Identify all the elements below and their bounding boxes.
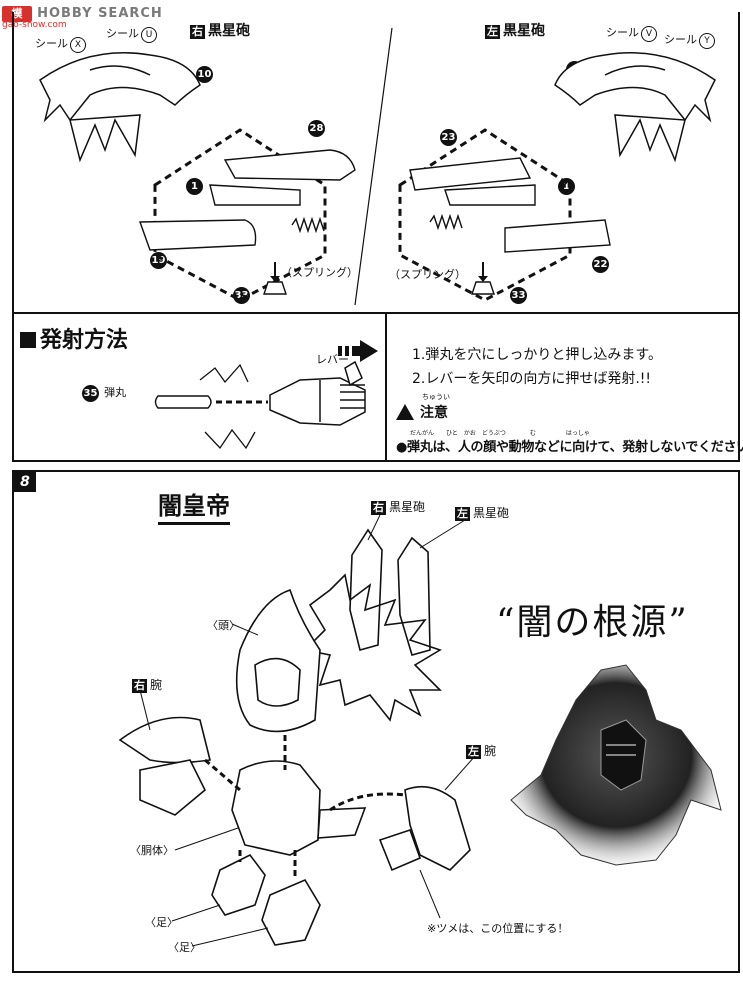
caution-title-row: 注意 (396, 402, 450, 422)
finished-model-photo (506, 660, 731, 875)
spring-label-right: （スプリング） (389, 268, 466, 281)
label-left-cannon: 左黒星砲 (455, 506, 510, 521)
spring-label-left: （スプリング） (281, 266, 358, 279)
watermark-brand: HOBBY SEARCH (37, 6, 163, 21)
part-number: 23 (440, 129, 457, 146)
part-number: 33 (233, 287, 250, 304)
label-body: 〈胴体〉 (130, 844, 174, 857)
label-head: 〈頭〉 (207, 619, 240, 632)
cannon-assembly-panel (12, 12, 740, 312)
left-cannon-title: 左黒星砲 (485, 23, 545, 39)
lever-label: レバー (316, 353, 349, 366)
caution-ruby-line: だんがん ひと かお どうぶつ む はっしゃ (410, 430, 590, 437)
watermark-logo: 模 HOBBY SEARCH gao-show.com (2, 2, 163, 30)
part-number: 28 (308, 120, 325, 137)
launch-method-panel (12, 312, 740, 462)
watermark-url: gao-show.com (2, 20, 67, 30)
label-foot-1: 〈足〉 (145, 916, 178, 929)
step8-panel (12, 470, 740, 973)
launch-method-heading: 発射方法 (20, 322, 128, 354)
square-bullet-icon (20, 332, 36, 348)
part-number: 10 (196, 66, 213, 83)
caution-text: ●弾丸は、人の顔や動物などに向けて、発射しないでください。 (396, 440, 743, 455)
part-number: 33 (510, 287, 527, 304)
part-number: 1 (186, 178, 203, 195)
part-number: 19 (150, 252, 167, 269)
instruction-step-2: 2.レバーを矢印の向方に押せば発射.!! (412, 371, 652, 387)
instruction-step-1: 1.弾丸を穴にしっかりと押し込みます。 (412, 347, 662, 363)
part-number: 1 (558, 178, 575, 195)
claw-note: ※ツメは、この位置にする！ (427, 922, 569, 935)
right-cannon-title: 右黒星砲 (190, 23, 250, 39)
watermark-icon: 模 (2, 6, 32, 22)
step8-slogan: “闇の根源” (496, 602, 689, 643)
label-right-arm: 右腕 (132, 678, 163, 693)
caution-ruby: ちゅうい (422, 393, 450, 401)
part-number: 22 (592, 256, 609, 273)
label-left-arm: 左腕 (466, 744, 497, 759)
part-number: 9 (566, 61, 583, 78)
step-number-badge: 8 (14, 472, 36, 492)
launch-divider (385, 312, 387, 462)
caution-title: 注意 (420, 405, 448, 421)
label-foot-2: 〈足〉 (168, 941, 201, 954)
step8-title: 闇皇帝 (158, 486, 230, 525)
warning-triangle-icon (396, 404, 414, 420)
label-right-cannon: 右黒星砲 (371, 500, 426, 515)
caution-block: ちゅうい 注意 (396, 392, 450, 422)
bullet-label: 35 弾丸 (82, 381, 126, 402)
